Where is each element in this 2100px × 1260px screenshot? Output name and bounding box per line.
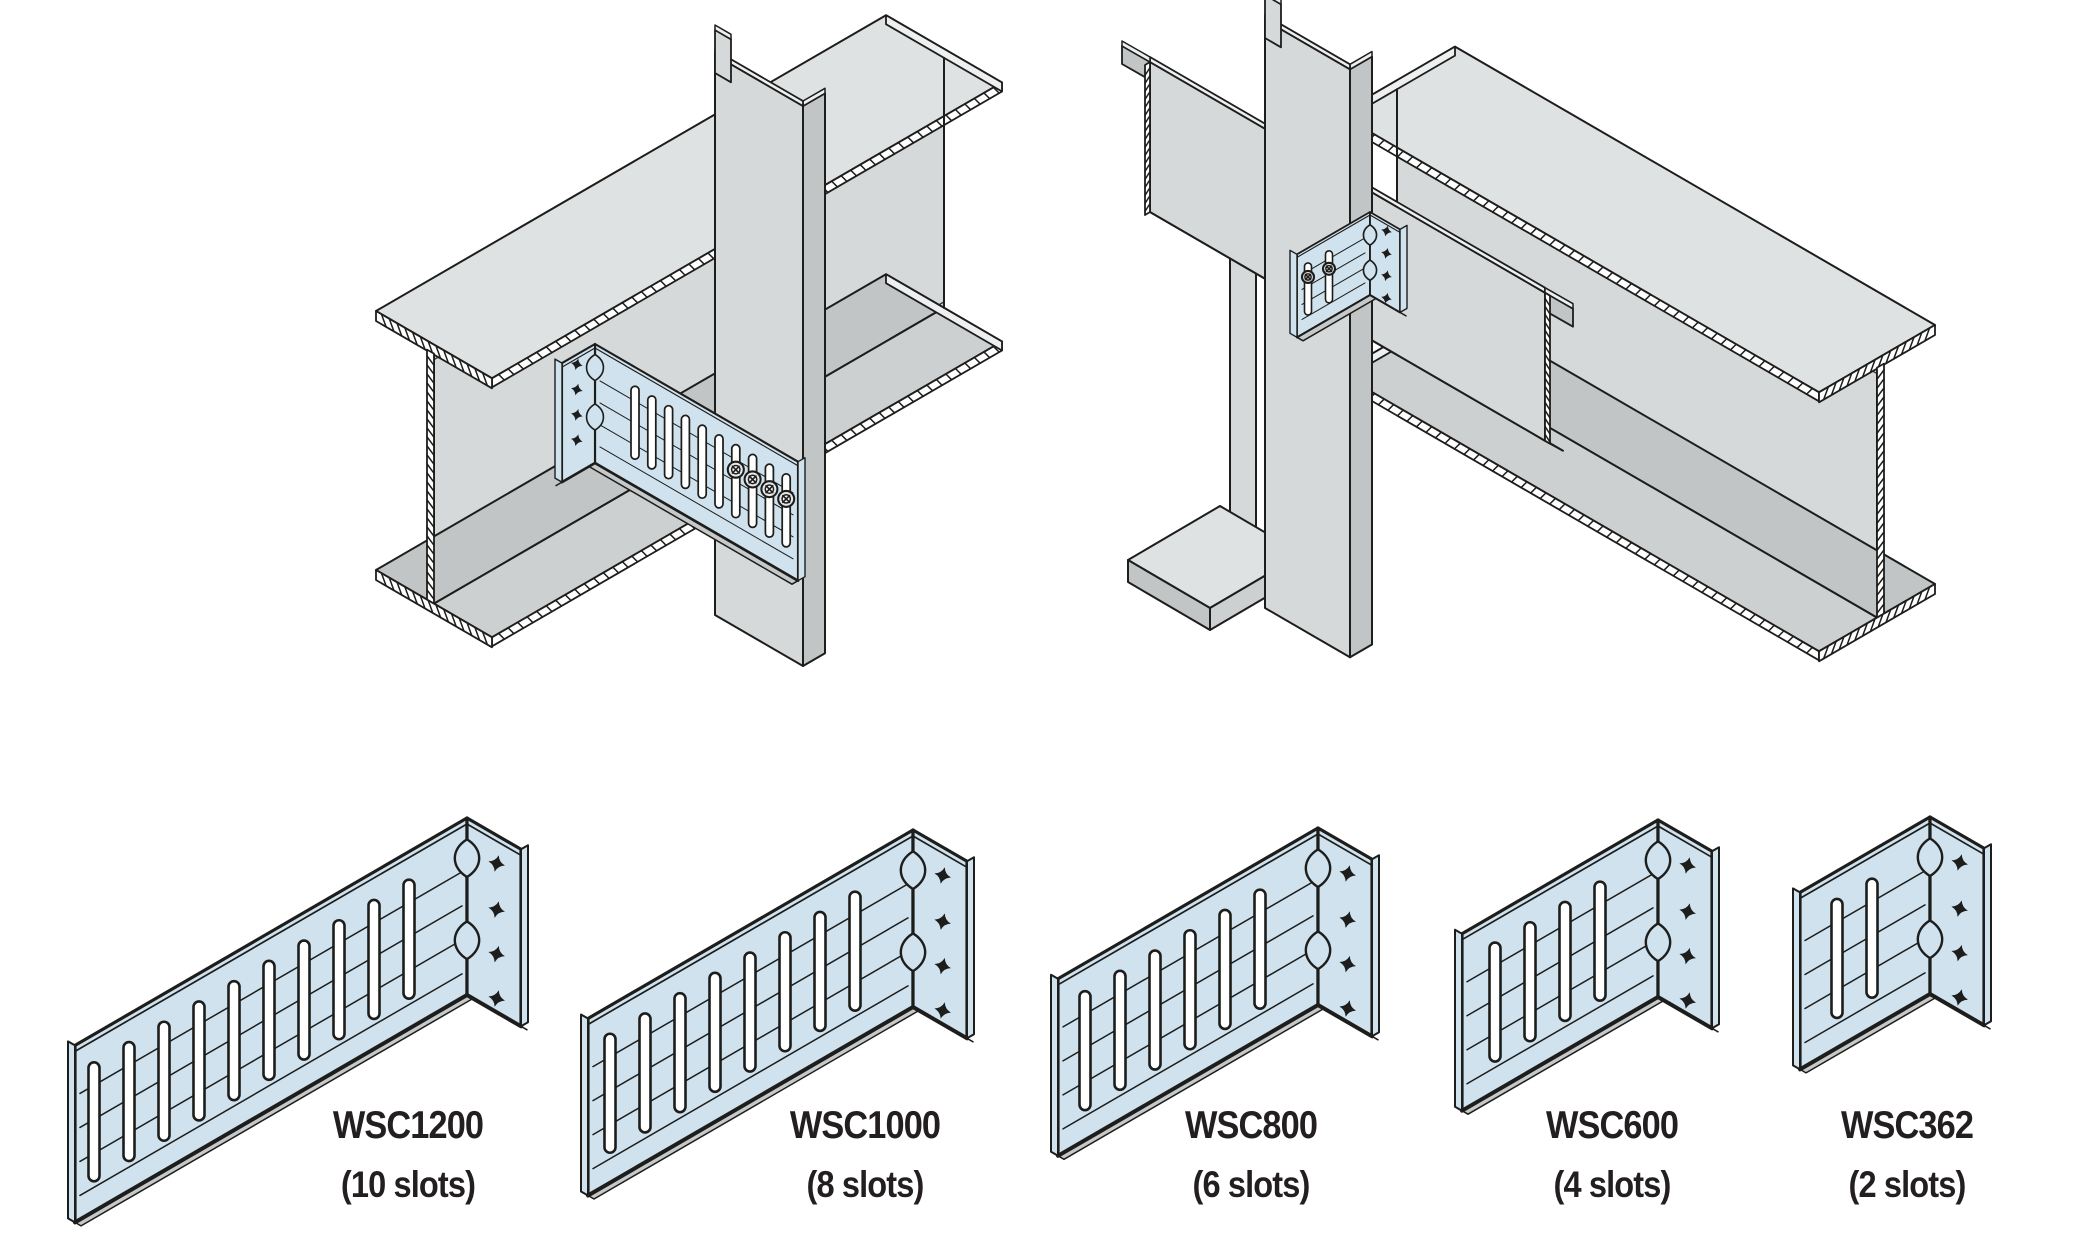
nail-slot	[743, 951, 757, 1073]
nail-slot	[1830, 897, 1844, 1020]
nail-slot	[603, 1032, 617, 1155]
nail-slot	[297, 939, 311, 1061]
bracket-wsc1200	[67, 816, 529, 1227]
nail-slot	[778, 930, 792, 1053]
slots	[1488, 880, 1607, 1063]
nail-slot	[646, 395, 657, 470]
nail-slot	[157, 1020, 171, 1143]
slots	[603, 890, 862, 1155]
nail-slot	[813, 910, 827, 1033]
nail-slot	[1593, 880, 1607, 1002]
nail-slot	[1148, 949, 1162, 1071]
nail-slot	[262, 959, 276, 1082]
nail-slot	[1253, 888, 1267, 1010]
nail-slot	[1865, 877, 1879, 999]
nail-slot	[630, 385, 640, 461]
nail-slot	[402, 878, 416, 1000]
i-beam	[375, 14, 1003, 649]
nail-slot	[708, 971, 722, 1094]
nail-slot	[680, 414, 691, 490]
nail-slot	[367, 898, 381, 1021]
slot-scribe-lines	[1804, 870, 1926, 1044]
bracket-wsc1000	[580, 828, 975, 1200]
nail-slot	[332, 918, 346, 1041]
slots	[1830, 877, 1879, 1020]
nail-slot	[1218, 908, 1232, 1031]
nail-slot	[697, 424, 708, 500]
nail-slot	[227, 979, 241, 1102]
product-model-label: WSC800	[1184, 1104, 1318, 1147]
nail-slot	[730, 443, 741, 519]
product-model-label: WSC600	[1545, 1104, 1679, 1147]
nail-slot	[192, 1000, 206, 1122]
bracket-wsc600	[1454, 818, 1720, 1115]
product-slots-label: (6 slots)	[1192, 1164, 1311, 1205]
nail-slot	[747, 453, 758, 529]
nail-slot	[1183, 928, 1197, 1051]
nail-slot	[714, 434, 724, 509]
illustration-beam-web-connection	[375, 14, 1003, 667]
nail-slot	[781, 473, 792, 548]
nail-slot	[1523, 920, 1537, 1043]
nail-slot	[848, 890, 862, 1012]
nail-slot	[663, 404, 674, 480]
product-model-label: WSC1200	[332, 1104, 484, 1147]
nail-slot	[1078, 989, 1092, 1112]
screws	[1300, 261, 1337, 285]
nail-slot	[1324, 249, 1334, 304]
wsc-bracket-installed-right	[1289, 211, 1408, 342]
nail-slot	[764, 463, 775, 539]
product-model-label: WSC1000	[789, 1104, 941, 1147]
illustration-stud-track-connection	[1121, 0, 1936, 663]
nail-slot	[1488, 941, 1502, 1063]
screws	[726, 460, 796, 508]
product-slots-label: (8 slots)	[806, 1164, 925, 1205]
nail-slot	[122, 1040, 136, 1163]
nail-slot	[87, 1061, 101, 1183]
product-slots-label: (10 slots)	[340, 1164, 476, 1205]
nail-slot	[1558, 900, 1572, 1023]
product-slots-label: (2 slots)	[1848, 1164, 1967, 1205]
nail-slot	[673, 991, 687, 1114]
product-model-label: WSC362	[1840, 1104, 1974, 1147]
product-slots-label: (4 slots)	[1553, 1164, 1672, 1205]
bracket-wsc800	[1050, 826, 1380, 1161]
nail-slot	[638, 1012, 652, 1134]
wsc-bracket-installed-left	[554, 342, 806, 585]
slots	[1078, 888, 1267, 1112]
bracket-wsc362	[1792, 815, 1992, 1074]
slots	[87, 878, 416, 1183]
nail-slot	[1113, 969, 1127, 1092]
